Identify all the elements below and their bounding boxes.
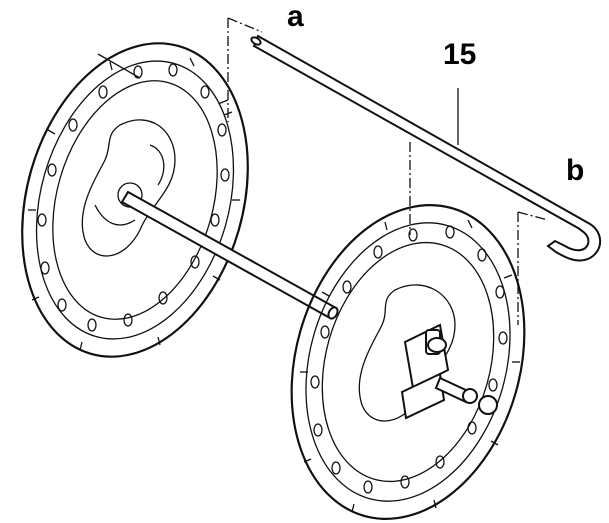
left-wheel-spoke-detail-2 bbox=[94, 204, 136, 226]
line-a-to-rod bbox=[227, 17, 263, 33]
label-a: a bbox=[287, 0, 304, 33]
rod-body bbox=[252, 34, 602, 262]
label-part-15: 15 bbox=[443, 38, 477, 71]
left-wheel bbox=[21, 42, 249, 358]
rod-part-15 bbox=[250, 34, 602, 262]
right-wheel-spoke-cutout bbox=[358, 284, 456, 422]
left-wheel-notches bbox=[28, 57, 240, 351]
placement-lines bbox=[217, 17, 549, 325]
left-leader-line bbox=[97, 53, 141, 79]
axle-end bbox=[327, 306, 339, 320]
clamp-wing-nut bbox=[478, 395, 498, 415]
right-wheel-hole-ring bbox=[321, 241, 495, 483]
left-wheel-spoke-cutout bbox=[81, 119, 176, 257]
right-wheel bbox=[290, 204, 526, 520]
left-wheel-hole-ring bbox=[52, 80, 218, 320]
right-wheel-bolt-holes bbox=[310, 225, 508, 494]
locking-clamp bbox=[400, 323, 498, 420]
line-b-to-hook bbox=[517, 211, 549, 221]
left-wheel-bolt-holes bbox=[37, 63, 230, 332]
right-wheel-inner-rim bbox=[305, 222, 511, 502]
label-b: b bbox=[566, 154, 585, 187]
left-wheel-outer-rim bbox=[21, 42, 249, 358]
right-wheel-outer-rim bbox=[290, 204, 526, 520]
left-wheel-spoke-detail bbox=[149, 144, 165, 186]
clamp-lower-jaw bbox=[400, 372, 446, 420]
left-wheel-inner-rim bbox=[35, 60, 235, 340]
line-a-foot bbox=[217, 99, 229, 105]
right-wheel-notches bbox=[300, 219, 520, 513]
rod-tip bbox=[250, 36, 262, 46]
axle-rod bbox=[120, 190, 339, 320]
clamp-knob bbox=[427, 337, 447, 353]
clamp-nut bbox=[462, 388, 478, 404]
